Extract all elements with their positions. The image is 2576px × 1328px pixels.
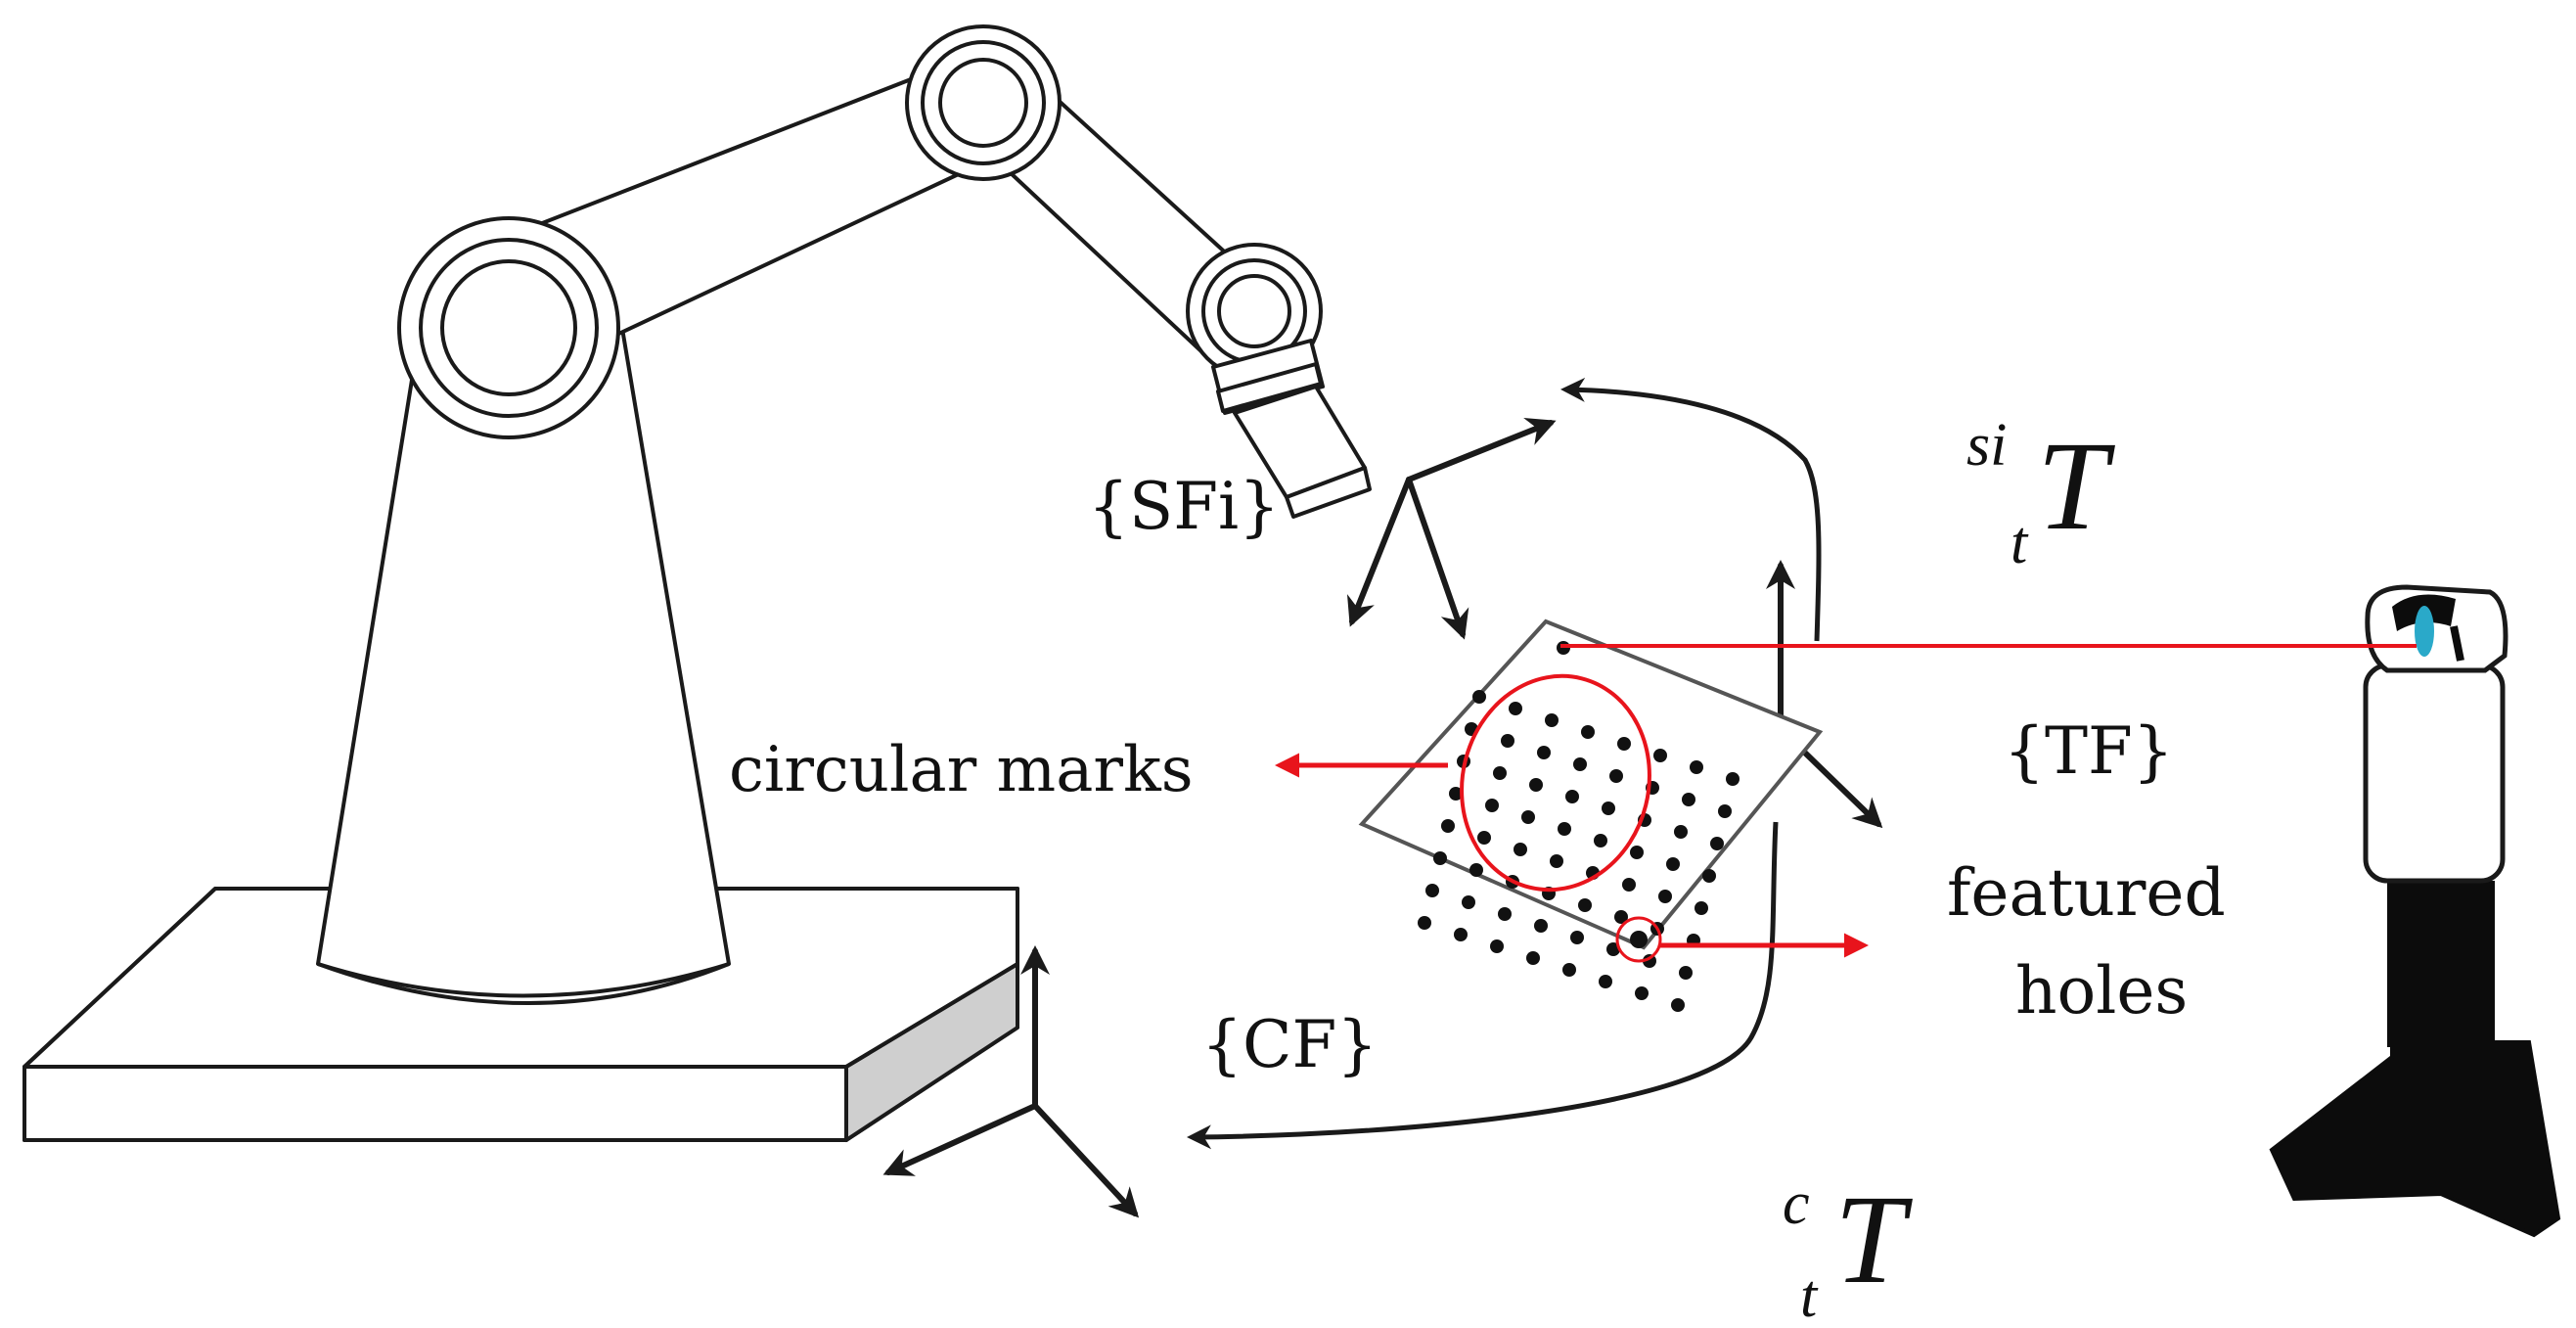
industrial-robot: [23, 24, 1372, 1142]
circular-mark: [1726, 772, 1740, 786]
transform-arrow-sensor-to-target: [1560, 377, 1822, 642]
circular-mark: [1521, 810, 1535, 824]
transform-arrow-calibration-to-target: [1187, 821, 1779, 1150]
circular-marks-highlight: [1460, 673, 1651, 893]
tracker-head: [2363, 584, 2508, 884]
circular-mark: [1570, 931, 1584, 944]
circular-mark: [1622, 878, 1636, 892]
circular-mark: [1617, 737, 1631, 751]
tracker-lens: [2415, 606, 2434, 657]
circular-marks-label: circular marks: [729, 734, 1194, 806]
circular-mark: [1534, 919, 1548, 933]
circular-mark: [1679, 966, 1693, 980]
transform-main: T: [1834, 1169, 1913, 1310]
circular-mark: [1433, 851, 1447, 865]
circular-mark: [1614, 910, 1628, 924]
circular-mark: [1462, 895, 1475, 909]
circular-mark: [1441, 819, 1455, 833]
circular-mark: [1573, 757, 1587, 771]
transform-superscript: si: [1966, 412, 2007, 479]
circular-mark: [1710, 837, 1724, 850]
circular-mark: [1562, 963, 1576, 977]
circular-mark: [1581, 725, 1595, 739]
target-frame-label: {TF}: [2004, 713, 2174, 789]
circular-mark: [1695, 901, 1708, 915]
calibration-frame-axes: [882, 945, 1140, 1218]
circular-mark: [1493, 766, 1507, 780]
calibration-frame-label: {CF}: [1201, 1007, 1378, 1082]
featured-holes-label-line1: featured: [1947, 855, 2226, 931]
circular-mark: [1635, 986, 1649, 1000]
tracker-tripod-base: [2269, 881, 2561, 1238]
transform-subscript: t: [1800, 1263, 1819, 1328]
circular-mark: [1418, 916, 1431, 930]
calibration-target-plate: [1358, 618, 1824, 1012]
circular-mark: [1526, 951, 1540, 965]
circular-mark: [1666, 857, 1680, 871]
sensor-frame-axes: [1346, 417, 1557, 640]
circular-mark: [1537, 746, 1551, 759]
circular-mark: [1545, 713, 1559, 727]
featured-hole: [1630, 931, 1648, 948]
transform-label-calibration-to-target: c t T: [1783, 1169, 1913, 1328]
circular-mark: [1671, 998, 1685, 1012]
circular-mark: [1477, 831, 1491, 845]
circular-mark: [1643, 954, 1656, 968]
circular-mark: [1469, 863, 1483, 877]
robot-elbow-joint: [905, 24, 1062, 181]
transform-subscript: t: [2011, 510, 2029, 576]
featured-hole-highlight: [1615, 916, 1662, 963]
circular-mark: [1599, 975, 1612, 988]
robot-shoulder-joint: [397, 216, 620, 439]
robot-base-plate: [23, 887, 1019, 1142]
circular-mark: [1630, 846, 1644, 859]
circular-mark: [1658, 890, 1672, 903]
circular-mark: [1718, 804, 1732, 818]
circular-mark: [1702, 869, 1716, 883]
circular-mark: [1529, 778, 1543, 792]
transform-superscript: c: [1783, 1170, 1810, 1237]
circular-mark: [1594, 834, 1607, 847]
circular-mark: [1472, 690, 1486, 704]
sensor-frame-label: {SFi}: [1088, 469, 1280, 544]
transform-label-sensor-to-target: si t T: [1966, 412, 2115, 576]
circular-mark: [1498, 907, 1512, 921]
robot-wrist-joint: [1186, 243, 1323, 380]
circular-mark: [1558, 822, 1571, 836]
circular-marks-grid: [1418, 641, 1740, 1012]
circular-mark: [1674, 825, 1688, 839]
transform-main: T: [2037, 416, 2115, 557]
circular-mark: [1690, 760, 1703, 774]
circular-mark: [1501, 734, 1514, 748]
circular-mark: [1609, 769, 1623, 783]
circular-mark: [1425, 884, 1439, 897]
circular-mark: [1602, 801, 1615, 815]
circular-mark: [1485, 799, 1499, 812]
featured-holes-label-line2: holes: [2015, 953, 2188, 1029]
robot-pedestal: [316, 262, 731, 1005]
circular-mark: [1653, 749, 1667, 762]
robot-end-effector-sensor: [1211, 339, 1372, 519]
circular-mark: [1682, 793, 1695, 806]
circular-mark: [1490, 939, 1504, 953]
circular-mark: [1509, 702, 1522, 715]
circular-mark: [1578, 898, 1592, 912]
circular-mark: [1550, 854, 1563, 868]
circular-mark: [1449, 787, 1463, 801]
circular-mark: [1514, 843, 1527, 856]
laser-tracker: [2269, 584, 2561, 1238]
circular-mark: [1565, 790, 1579, 803]
circular-mark: [1454, 928, 1468, 941]
